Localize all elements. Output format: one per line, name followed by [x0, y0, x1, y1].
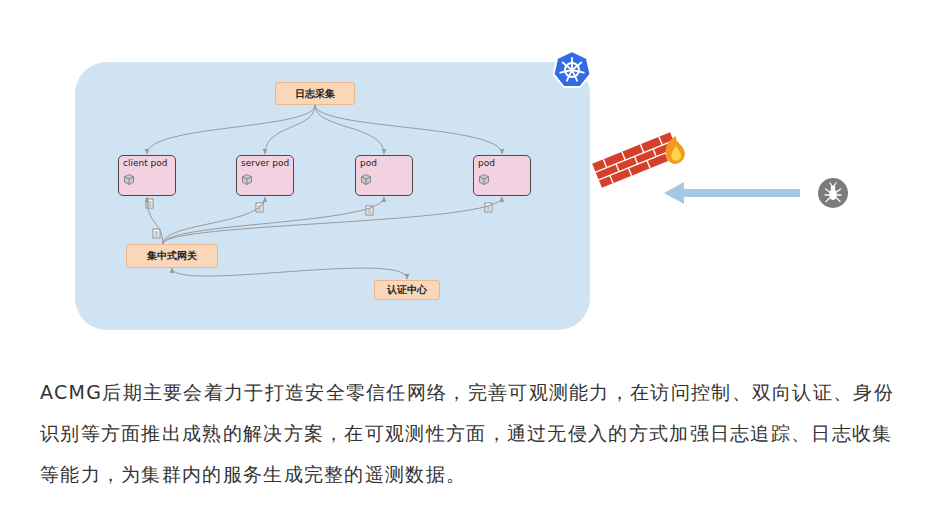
connector: [265, 105, 315, 154]
pod-box: server pod: [236, 155, 294, 196]
caption-text: ACMG后期主要会着力于打造安全零信任网络，完善可观测能力，在访问控制、双向认证…: [40, 372, 896, 495]
kubernetes-logo: [554, 51, 591, 87]
container-icon: [361, 174, 371, 185]
pod-box: pod: [473, 155, 531, 196]
connector: [147, 197, 163, 244]
container-icon: [479, 174, 489, 185]
node-label: pod: [360, 158, 408, 168]
node-label: server pod: [241, 158, 289, 168]
document-icons: [146, 199, 492, 238]
container-icon: [242, 174, 252, 185]
cluster-region: [75, 62, 590, 330]
firewall: [592, 132, 680, 188]
node-label: client pod: [123, 158, 171, 168]
connector: [315, 105, 384, 154]
pod-box: pod: [355, 155, 413, 196]
pod-box: client pod: [118, 155, 176, 196]
connector: [163, 197, 384, 244]
connector: [147, 105, 315, 154]
flame: [666, 136, 685, 164]
connector: [315, 105, 502, 154]
node-label: 集中式网关: [147, 249, 197, 263]
gateway-box: 集中式网关: [126, 244, 218, 268]
connector: [163, 197, 502, 244]
node-label: 日志采集: [295, 87, 335, 101]
collector-box: 日志采集: [275, 82, 355, 105]
auth-box: 认证中心: [374, 280, 440, 300]
node-label: 认证中心: [387, 283, 427, 297]
node-label: pod: [478, 158, 526, 168]
bug-icon: [818, 178, 848, 208]
container-icon: [124, 174, 134, 185]
attack-arrow: [664, 182, 800, 204]
connector: [172, 268, 407, 279]
